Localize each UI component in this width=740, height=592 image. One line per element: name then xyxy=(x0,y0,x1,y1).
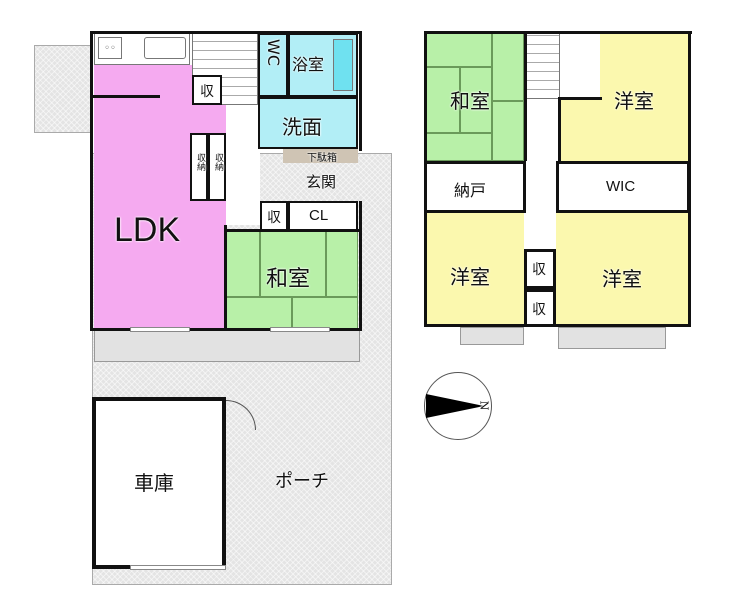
sink-icon xyxy=(144,37,186,59)
wall xyxy=(424,324,691,327)
shoebox-label: 下駄箱 xyxy=(307,153,337,164)
storage-2f-b xyxy=(524,289,556,327)
window xyxy=(270,327,330,332)
entrance-label: 玄関 xyxy=(306,173,337,191)
wall xyxy=(359,201,362,331)
storage-2f-a xyxy=(524,249,556,289)
garage-door xyxy=(130,565,226,570)
storage-2-label: 収 xyxy=(267,210,281,226)
youshitsu-se xyxy=(556,213,688,325)
tatami xyxy=(226,231,260,297)
garage-label: 車庫 xyxy=(134,471,174,495)
ldk-label: LDK xyxy=(114,211,181,249)
wc-label: WC xyxy=(264,39,283,66)
storage-2f-a-label: 収 xyxy=(532,262,546,278)
staircase-2f xyxy=(526,33,560,99)
wall xyxy=(524,33,527,161)
wall xyxy=(688,31,691,327)
wall xyxy=(558,97,561,161)
youshitsu-sw xyxy=(426,213,524,325)
balcony-sw xyxy=(460,327,524,345)
hallway-2f xyxy=(526,99,556,249)
tatami xyxy=(492,33,524,101)
storage-1-label: 収 xyxy=(200,84,214,100)
tatami xyxy=(292,297,358,329)
compass: N xyxy=(424,372,492,440)
storage-tall-a xyxy=(190,133,208,201)
tatami xyxy=(326,231,358,297)
staircase-1f xyxy=(192,33,258,105)
wall xyxy=(224,229,362,232)
wall xyxy=(359,31,362,151)
storage-tall-a-label: 収納 xyxy=(195,153,205,171)
youshitsu-ne-label: 洋室 xyxy=(614,89,654,113)
floor-1-plan: ポーチ LDK ◦◦ 収 収納 収納 WC 浴室 洗面 下駄箱 玄関 収 CL … xyxy=(30,25,400,590)
wic-label: WIC xyxy=(606,178,636,195)
entrance xyxy=(283,163,358,197)
youshitsu-ne-notch xyxy=(560,33,600,99)
tatami xyxy=(426,33,492,67)
closet-label: CL xyxy=(309,207,329,224)
compass-north-label: N xyxy=(477,400,491,411)
washitsu-2f-label: 和室 xyxy=(450,89,490,113)
wall xyxy=(90,31,362,34)
window xyxy=(130,327,190,332)
wall xyxy=(424,31,427,327)
wall xyxy=(224,225,227,331)
nando-label: 納戸 xyxy=(454,181,487,200)
wall xyxy=(92,95,160,98)
tatami xyxy=(426,133,492,161)
veranda-south xyxy=(94,330,360,362)
shoebox xyxy=(283,149,358,163)
wic xyxy=(556,161,690,213)
balcony-se xyxy=(558,327,666,349)
washitsu-1f-label: 和室 xyxy=(266,267,311,292)
hallway-1f xyxy=(226,105,260,225)
storage-2f-b-label: 収 xyxy=(532,302,546,318)
washroom-label: 洗面 xyxy=(282,115,322,139)
storage-tall-b-label: 収納 xyxy=(213,153,223,171)
washitsu-2f xyxy=(426,33,524,161)
bath-label: 浴室 xyxy=(292,55,325,74)
storage-tall-b xyxy=(208,133,226,201)
tatami xyxy=(460,67,492,133)
youshitsu-sw-label: 洋室 xyxy=(450,265,490,289)
deck-west xyxy=(34,45,92,133)
wc-room xyxy=(258,33,288,97)
compass-needle-icon xyxy=(426,394,484,418)
tatami xyxy=(226,297,292,329)
floor-2-plan: 和室 洋室 納戸 WIC 洋室 収 収 洋室 xyxy=(420,25,720,355)
bathtub-icon xyxy=(333,39,353,91)
wall xyxy=(558,97,602,100)
youshitsu-se-label: 洋室 xyxy=(602,267,642,291)
washroom xyxy=(258,97,358,149)
wall xyxy=(424,31,692,34)
wall xyxy=(90,31,93,331)
tatami xyxy=(492,101,524,161)
storage-1 xyxy=(192,75,222,105)
porch-label: ポーチ xyxy=(275,471,329,492)
stove-icon: ◦◦ xyxy=(98,37,122,59)
